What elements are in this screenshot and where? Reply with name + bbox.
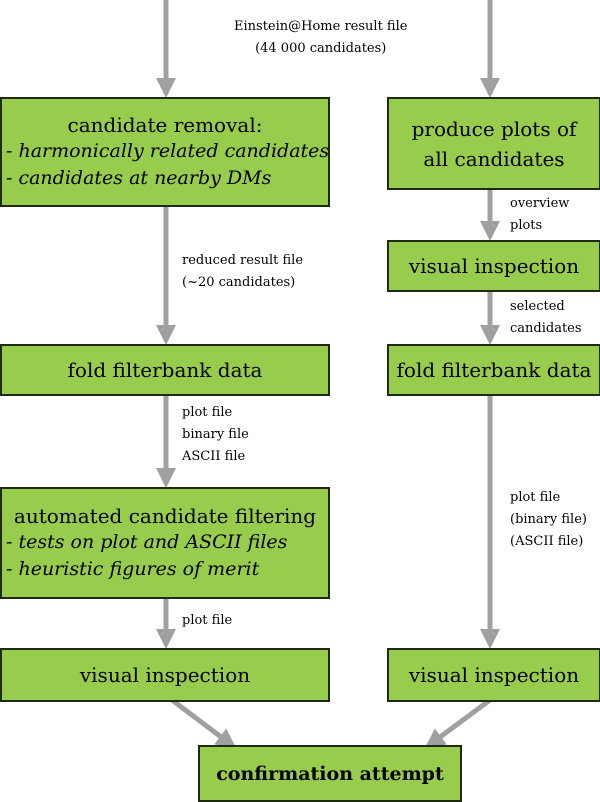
automated-filtering-box: automated candidate filtering - tests on… — [0, 487, 330, 599]
automated-filtering-bullets: - tests on plot and ASCII files - heuris… — [2, 529, 328, 583]
right-fold-filterbank-box: fold filterbank data — [387, 344, 600, 396]
right-visual-inspection-title-2: visual inspection — [408, 663, 580, 687]
right-visual-inspection-box-1: visual inspection — [387, 240, 600, 292]
left-visual-inspection-box: visual inspection — [0, 648, 330, 702]
input-file-label: Einstein@Home result file (44 000 candid… — [234, 19, 408, 56]
filtering-bullet-merit: - heuristic figures of merit — [6, 558, 260, 580]
automated-filtering-title: automated candidate filtering — [13, 504, 317, 528]
candidate-removal-bullets: - harmonically related candidates - cand… — [2, 138, 330, 192]
overview-plots-label: overview plots — [510, 196, 570, 233]
reduced-file-label: reduced result file (~20 candidates) — [182, 253, 304, 290]
right-visual-inspection-title-1: visual inspection — [408, 254, 580, 278]
right-visual-inspection-box-2: visual inspection — [387, 648, 600, 702]
right-fold-outputs-label: plot file (binary file) (ASCII file) — [510, 490, 587, 549]
filtering-bullet-tests: - tests on plot and ASCII files — [6, 531, 288, 553]
candidate-removal-box: candidate removal: - harmonically relate… — [0, 97, 330, 207]
confirmation-attempt-box: confirmation attempt — [198, 745, 462, 802]
candidate-removal-title: candidate removal: — [67, 113, 263, 137]
confirmation-attempt-title: confirmation attempt — [216, 762, 444, 785]
right-fold-title: fold filterbank data — [396, 358, 592, 382]
filter-output-label: plot file — [182, 613, 233, 628]
left-fold-title: fold filterbank data — [67, 358, 263, 382]
arrow-left-to-confirmation — [170, 698, 237, 749]
fold-outputs-label: plot file binary file ASCII file — [182, 405, 249, 464]
produce-plots-title: produce plots of all candidates — [411, 116, 577, 171]
left-fold-filterbank-box: fold filterbank data — [0, 344, 330, 396]
selected-candidates-label: selected candidates — [510, 299, 582, 336]
removal-bullet-harmonics: - harmonically related candidates — [6, 140, 330, 162]
left-visual-inspection-title: visual inspection — [79, 663, 251, 687]
arrow-right-to-confirmation — [424, 697, 492, 749]
removal-bullet-nearby-dms: - candidates at nearby DMs — [6, 167, 272, 189]
produce-plots-box: produce plots of all candidates — [387, 97, 600, 190]
